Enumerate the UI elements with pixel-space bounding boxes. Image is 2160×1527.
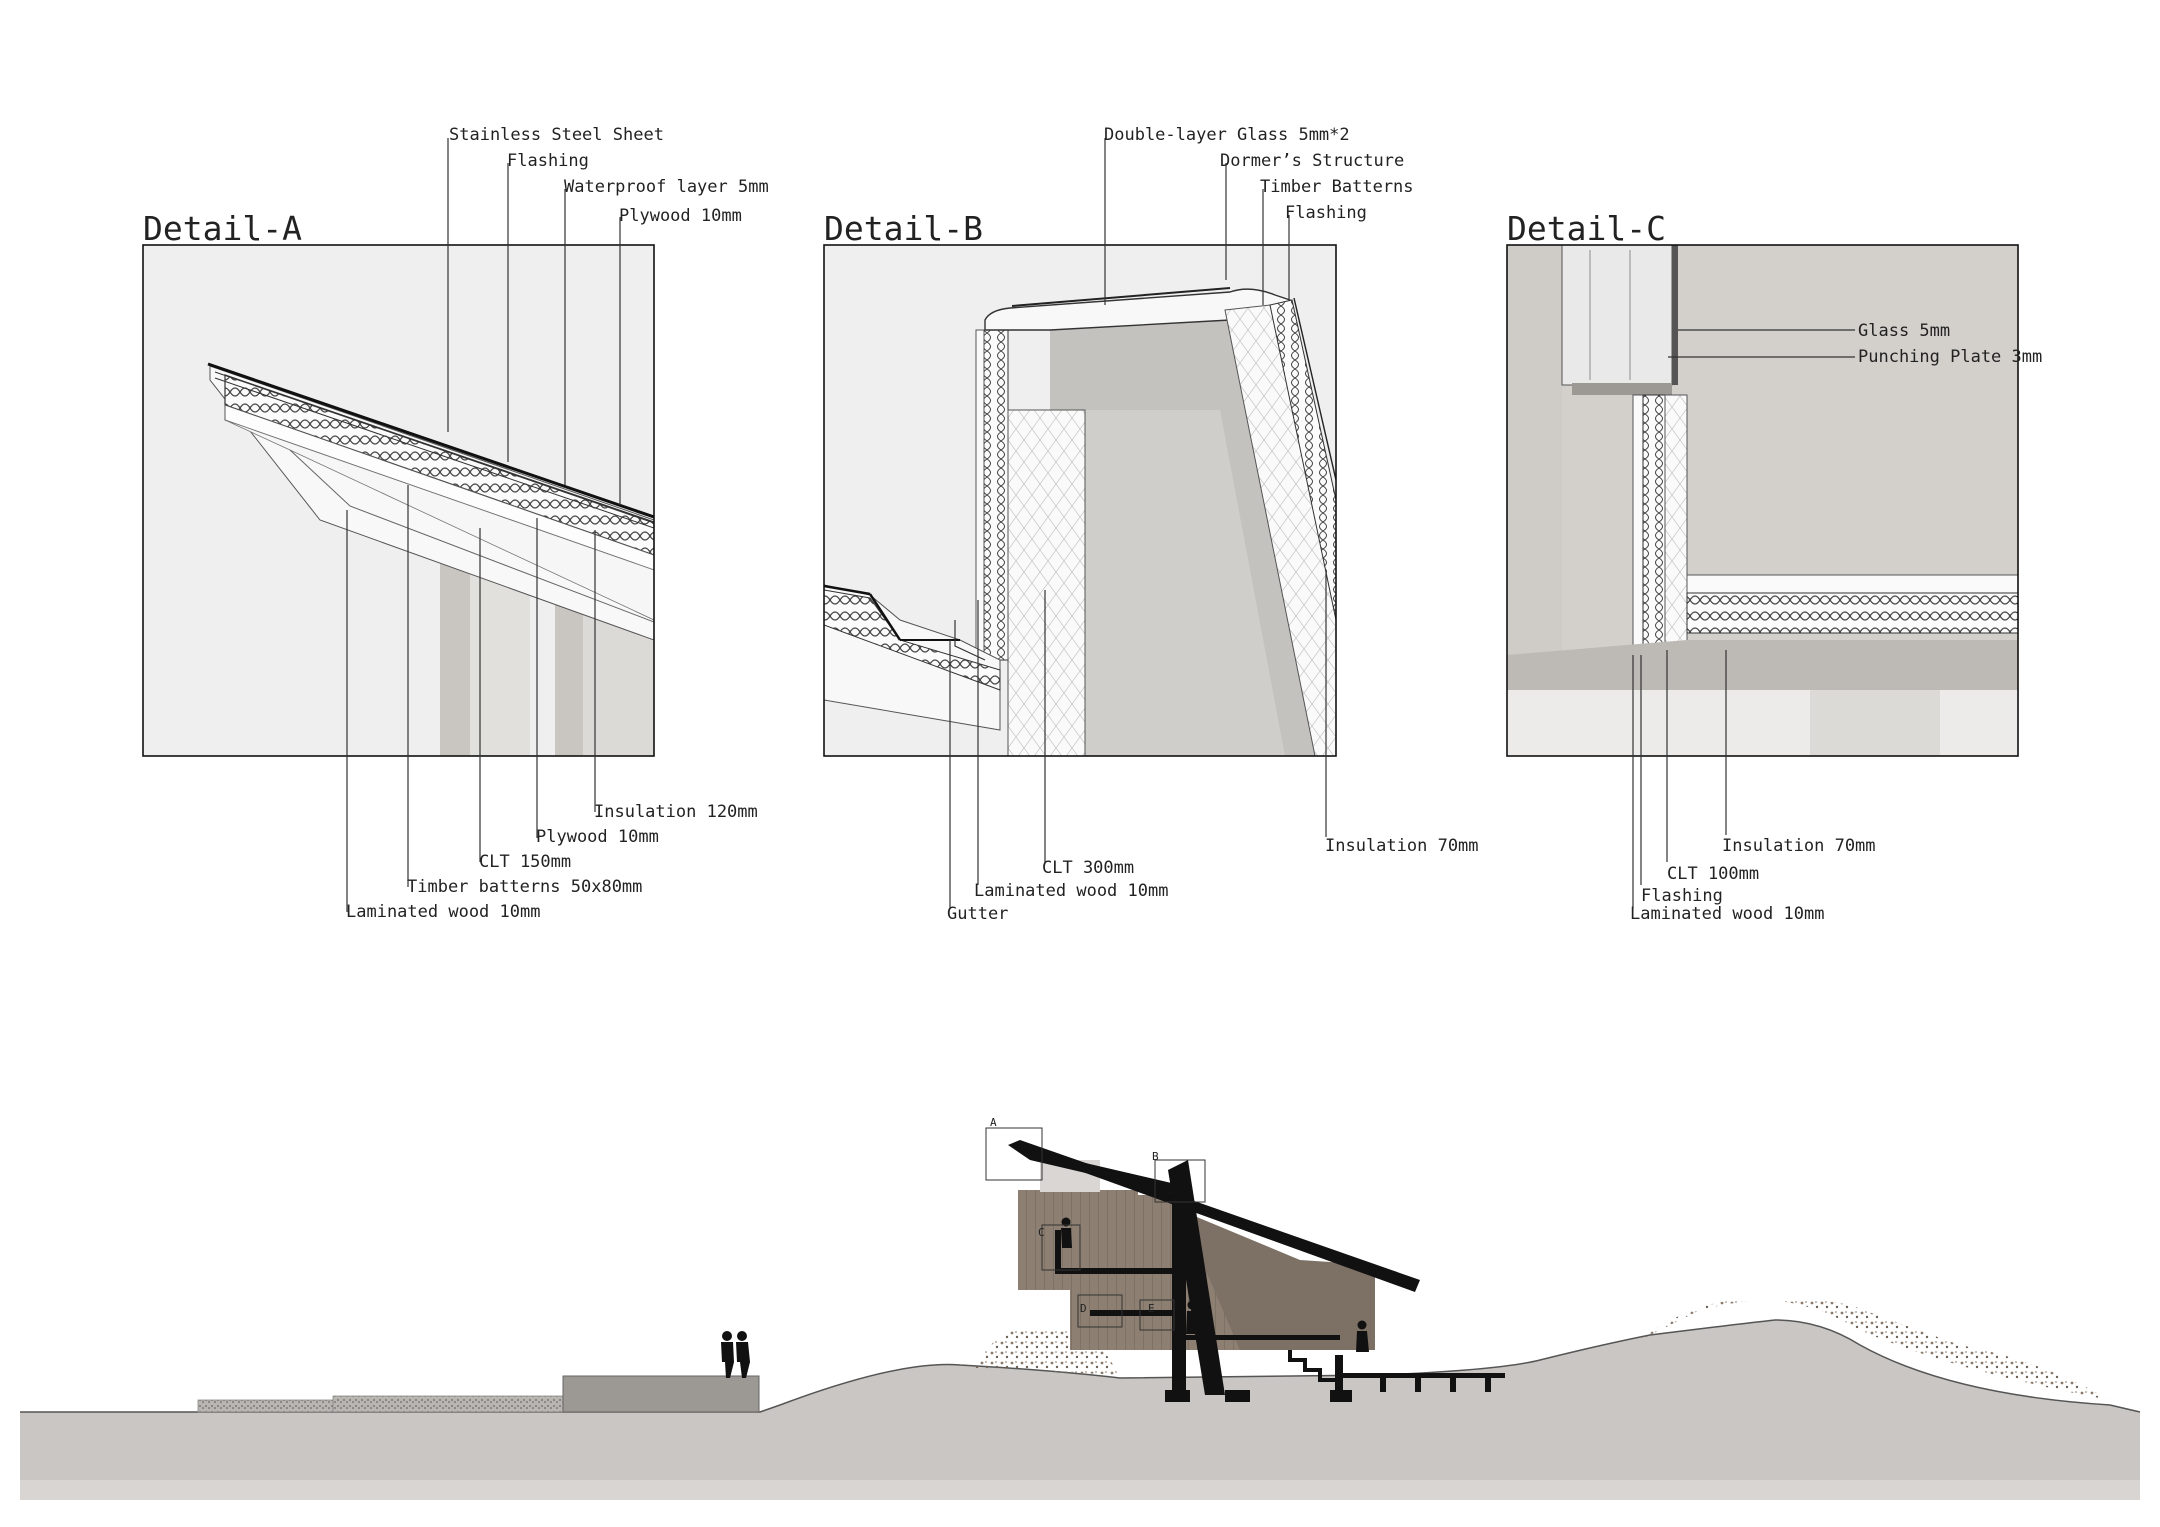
marker-d: D: [1080, 1302, 1087, 1315]
marker-c: C: [1038, 1226, 1045, 1239]
detail-b-label-double-layer-glass: Double-layer Glass 5mm*2: [1104, 125, 1350, 145]
marker-b: B: [1152, 1150, 1159, 1163]
detail-a-label-clt: CLT 150mm: [479, 852, 571, 872]
ground-terrain: [20, 1320, 2140, 1500]
detail-b: Detail-B: [823, 125, 1479, 924]
detail-b-label-insulation: Insulation 70mm: [1325, 836, 1479, 856]
gravel-plinth-2: [332, 1395, 564, 1413]
concrete-platform: [562, 1375, 760, 1413]
detail-a-drawing: [143, 245, 654, 756]
detail-a-label-plywood-top: Plywood 10mm: [619, 206, 742, 226]
detail-c-title: Detail-C: [1507, 209, 1666, 248]
detail-a-title: Detail-A: [143, 209, 302, 248]
detail-b-label-laminated-wood: Laminated wood 10mm: [974, 881, 1168, 901]
detail-c-label-laminated-wood: Laminated wood 10mm: [1630, 904, 1824, 924]
main-column: [1172, 1170, 1186, 1395]
detail-b-label-clt: CLT 300mm: [1042, 858, 1134, 878]
detail-c-label-punching-plate: Punching Plate 3mm: [1858, 347, 2042, 367]
detail-b-label-flashing: Flashing: [1285, 203, 1367, 223]
detail-a-label-waterproof-layer: Waterproof layer 5mm: [564, 177, 769, 197]
detail-b-label-timber-batterns: Timber Batterns: [1260, 177, 1414, 197]
marker-a: A: [990, 1116, 997, 1129]
vegetation-right: [1640, 1298, 2110, 1400]
detail-b-label-gutter: Gutter: [947, 904, 1008, 924]
detail-a-label-flashing: Flashing: [507, 151, 589, 171]
detail-a-label-insulation: Insulation 120mm: [594, 802, 758, 822]
detail-a-label-stainless-steel-sheet: Stainless Steel Sheet: [449, 125, 664, 145]
gravel-plinth-1: [197, 1399, 334, 1413]
people-silhouettes: [721, 1331, 750, 1378]
deck: [1340, 1373, 1505, 1378]
detail-c: Detail-C Glass 5mm Punching: [1506, 209, 2042, 924]
detail-c-label-insulation: Insulation 70mm: [1722, 836, 1876, 856]
marker-e: E: [1148, 1302, 1155, 1315]
detail-c-label-flashing: Flashing: [1641, 886, 1723, 906]
detail-b-label-dormer-structure: Dormer’s Structure: [1220, 151, 1404, 171]
house-section: A B C D E: [985, 1116, 1505, 1402]
detail-c-label-glass: Glass 5mm: [1858, 321, 1950, 341]
detail-a: Detail-A Stainless St: [142, 125, 769, 922]
building-section: A B C D E: [20, 1116, 2141, 1500]
detail-c-label-clt: CLT 100mm: [1667, 864, 1759, 884]
detail-b-title: Detail-B: [824, 209, 983, 248]
detail-a-label-laminated-wood: Laminated wood 10mm: [346, 902, 540, 922]
detail-b-drawing: [824, 245, 1336, 756]
detail-a-label-plywood-bottom: Plywood 10mm: [536, 827, 659, 847]
detail-a-label-timber-batterns: Timber batterns 50x80mm: [407, 877, 642, 897]
